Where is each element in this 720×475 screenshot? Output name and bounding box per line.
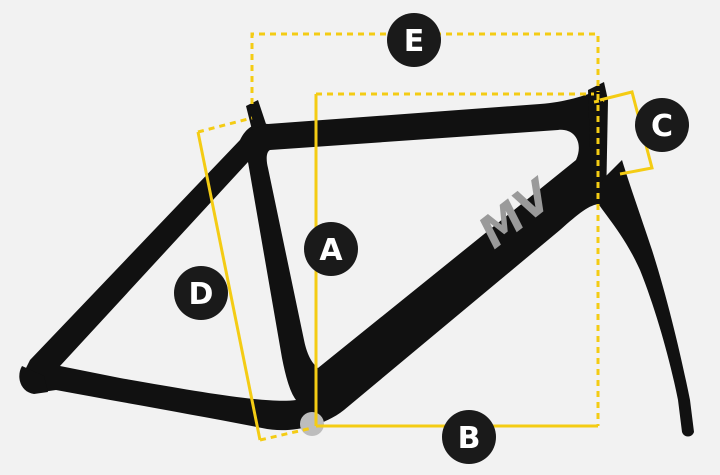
measure-d-line [196, 131, 262, 441]
badge-d-circle [174, 266, 228, 320]
measure-d-top-dashed [197, 116, 253, 134]
badge-c: C [635, 98, 689, 152]
measure-c-dashed-top [593, 98, 605, 104]
bottom-bracket [300, 412, 324, 436]
badge-e: E [387, 13, 441, 67]
badge-e-label: E [404, 24, 425, 59]
badge-c-circle [635, 98, 689, 152]
measure-d-bottom-dashed [259, 426, 313, 442]
frame-main-body [23, 90, 605, 431]
badge-d: D [174, 266, 228, 320]
badge-e-circle [387, 13, 441, 67]
badge-b-label: B [458, 421, 481, 456]
badge-a-circle [304, 222, 358, 276]
badge-b: B [442, 410, 496, 464]
badge-a-label: A [319, 233, 343, 268]
badge-a: A [304, 222, 358, 276]
badge-c-label: C [651, 109, 673, 144]
rear-dropout [19, 366, 48, 394]
badge-b-circle [442, 410, 496, 464]
seat-post-stub [246, 100, 266, 130]
fork [594, 160, 694, 437]
bike-frame: MV [19, 82, 694, 437]
badge-d-label: D [189, 277, 214, 312]
